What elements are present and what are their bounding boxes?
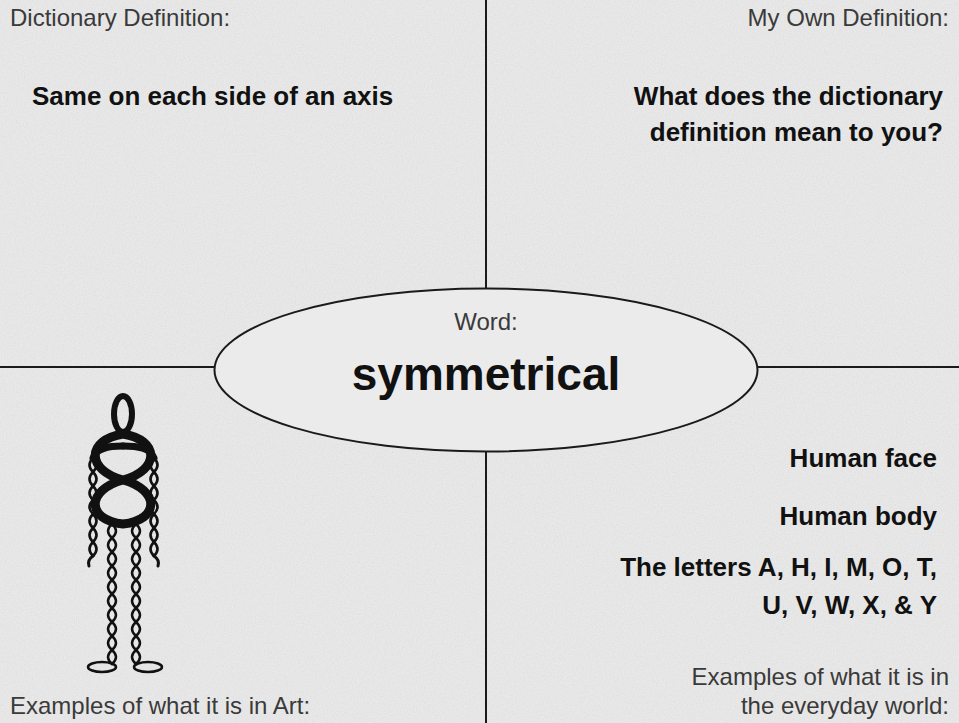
vocabulary-word: symmetrical: [213, 346, 759, 402]
example-item: Human body: [517, 498, 937, 534]
word-heading: Word:: [213, 308, 759, 336]
example-item: The letters A, H, I, M, O, T, U, V, W, X…: [592, 548, 937, 624]
definition-text: Same on each side of an axis: [32, 78, 432, 114]
word-ellipse: Word: symmetrical: [213, 287, 759, 453]
prompt-text: What does the dictionary definition mean…: [523, 78, 943, 150]
art-example-quadrant: Examples of what it is in Art:: [0, 368, 486, 723]
quadrant-heading: Examples of what it is in the everyday w…: [659, 662, 949, 720]
quadrant-heading: My Own Definition:: [499, 4, 949, 32]
example-item: Human face: [517, 440, 937, 476]
quadrant-heading: Dictionary Definition:: [10, 4, 470, 32]
quadrant-heading: Examples of what it is in Art:: [10, 692, 470, 720]
everyday-example-quadrant: Human faceHuman bodyThe letters A, H, I,…: [487, 368, 959, 723]
